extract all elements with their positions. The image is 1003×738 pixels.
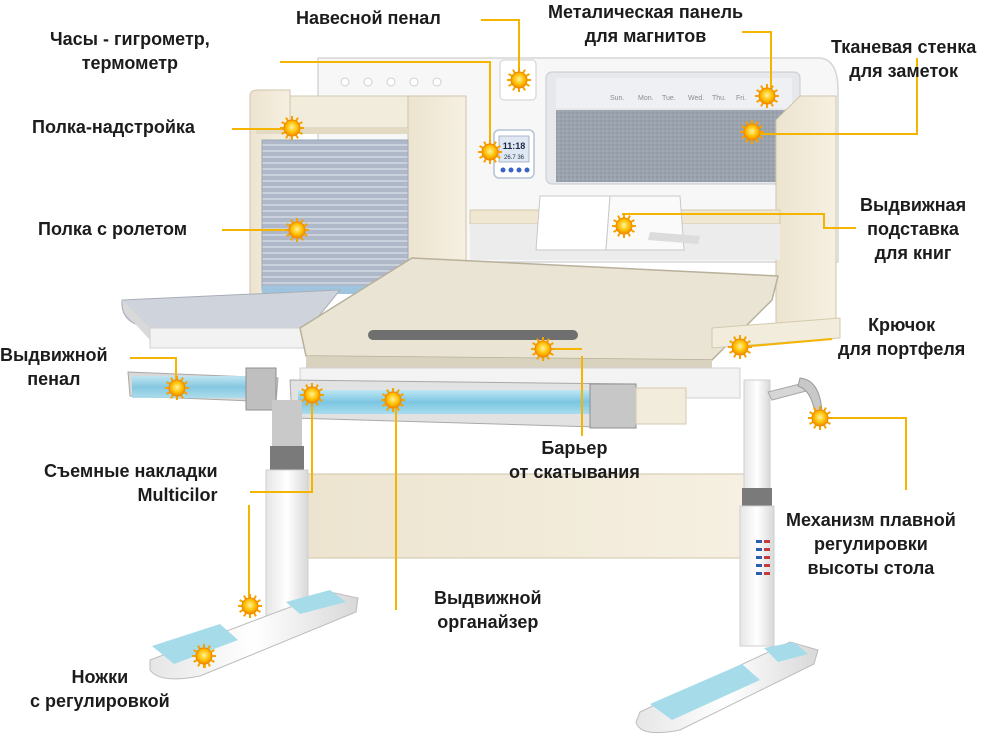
callout-marker — [192, 644, 216, 668]
callout-marker — [300, 383, 324, 407]
pull-out-pencil-case — [127, 367, 279, 411]
label-pull-pencil-case: Выдвижной пенал — [0, 345, 108, 389]
label-roller-shelf: Полка с ролетом — [38, 219, 188, 239]
memo-day-label: Sun. — [610, 95, 624, 102]
label-metal-panel: Металическая панель для магнитов — [548, 2, 744, 46]
label-height-mechanism: Механизм плавной регулировки высоты стол… — [786, 510, 956, 578]
memo-day-label: Wed. — [688, 95, 704, 102]
label-clock: Часы - гигрометр, термометр — [50, 29, 210, 73]
clock-hygrometer: 11:18 26.7 36 — [493, 129, 535, 179]
callout-marker — [238, 594, 262, 618]
pull-out-organizer — [289, 379, 687, 429]
callout-marker — [728, 335, 752, 359]
memo-day-labels: Sun. Mon. Tue. Wed. Thu. Fri. — [610, 95, 746, 102]
roller-shutter — [261, 139, 409, 291]
callout-marker — [507, 68, 531, 92]
memo-day-label: Thu. — [712, 95, 726, 102]
callout-marker — [740, 120, 764, 144]
callout-markers — [165, 68, 832, 668]
label-pencil-case: Навесной пенал — [296, 8, 441, 28]
label-fabric-wall: Тканевая стенка для заметок — [831, 37, 977, 81]
callout-marker — [285, 218, 309, 242]
clock-time: 11:18 — [503, 141, 526, 151]
label-roll-barrier: Барьер от скатывания — [509, 438, 640, 482]
callout-marker — [808, 406, 832, 430]
callout-marker — [478, 140, 502, 164]
callout-marker — [381, 388, 405, 412]
label-bag-hook: Крючок для портфеля — [838, 315, 966, 359]
right-leg — [635, 379, 819, 734]
fabric-wall — [556, 110, 792, 182]
label-book-stand: Выдвижная подставка для книг — [860, 195, 967, 263]
book-stand — [535, 195, 700, 251]
callout-marker — [531, 337, 555, 361]
roll-barrier — [368, 330, 578, 340]
memo-day-label: Tue. — [662, 95, 676, 102]
label-organizer: Выдвижной органайзер — [434, 588, 542, 632]
memo-day-label: Mon. — [638, 95, 654, 102]
clock-sub: 26.7 36 — [504, 155, 525, 161]
callout-marker — [165, 376, 189, 400]
memo-day-label: Fri. — [736, 95, 746, 102]
label-top-shelf: Полка-надстройка — [32, 117, 195, 137]
label-covers: Съемные накладки Multicilor — [44, 461, 218, 505]
callout-marker — [755, 84, 779, 108]
callout-marker — [280, 116, 304, 140]
callout-marker — [612, 214, 636, 238]
height-crank — [767, 377, 823, 420]
label-legs: Ножки с регулировкой — [30, 667, 170, 711]
